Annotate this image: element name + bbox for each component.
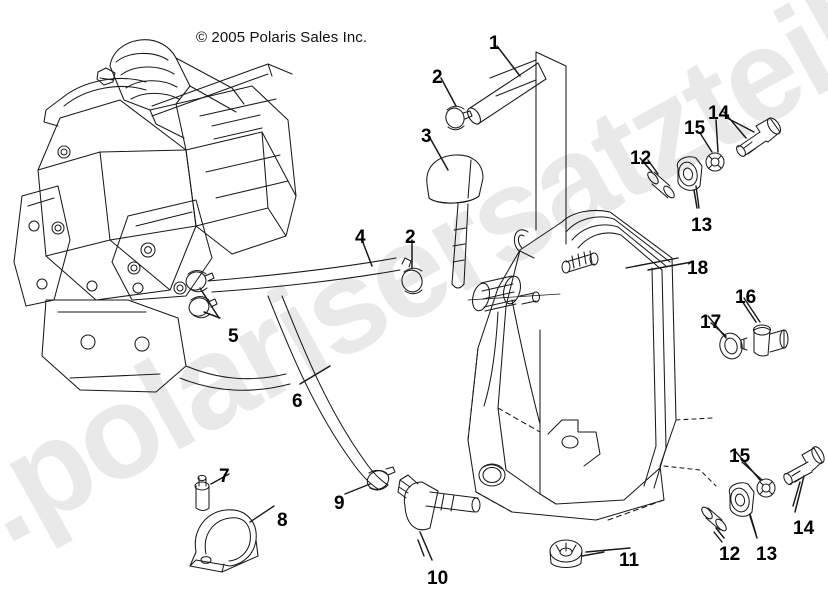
part-18-oil-tank — [467, 51, 679, 521]
callout-14a: 14 — [708, 103, 730, 124]
callout-15b: 15 — [729, 446, 751, 467]
callout-16: 16 — [735, 287, 757, 308]
callout-13b: 13 — [756, 544, 778, 565]
part-10-elbow-fitting — [397, 474, 481, 557]
part-16-drain-plug — [740, 297, 789, 357]
callout-2b: 2 — [405, 227, 416, 248]
part-9-hose-clamp — [344, 466, 396, 495]
callout-18: 18 — [687, 258, 709, 279]
part-8-cushion-clamp — [189, 505, 275, 573]
callout-3: 3 — [421, 126, 432, 147]
callout-4: 4 — [355, 227, 366, 248]
fastener-group-upper-right — [639, 117, 782, 209]
callout-2a: 2 — [432, 67, 443, 88]
callout-10: 10 — [427, 568, 449, 589]
part-3-dipstick — [426, 154, 484, 289]
copyright-notice: © 2005 Polaris Sales Inc. — [196, 29, 368, 46]
callout-13a: 13 — [691, 215, 713, 236]
engine-assembly — [13, 39, 297, 393]
callout-1: 1 — [489, 33, 500, 54]
callout-15a: 15 — [684, 118, 706, 139]
callout-8: 8 — [277, 510, 288, 531]
part-4-vent-hose — [207, 257, 401, 293]
callout-14b: 14 — [793, 518, 815, 539]
part-1-oil-hose — [467, 62, 547, 125]
callout-12a: 12 — [630, 148, 652, 169]
callout-11: 11 — [619, 550, 640, 571]
tank-threaded-bung-top — [561, 250, 599, 274]
callout-5: 5 — [228, 326, 239, 347]
callout-7: 7 — [219, 466, 230, 487]
part-11-drain-cap — [549, 539, 605, 569]
part-5-fitting-clamps — [185, 269, 221, 319]
callout-9: 9 — [334, 493, 345, 514]
part-2-hose-clamp-upper — [445, 105, 473, 131]
part-6-return-hose — [267, 295, 389, 490]
callout-6: 6 — [292, 391, 303, 412]
tank-inlet-threaded — [467, 275, 561, 425]
tank-mount-bracket — [663, 417, 717, 487]
callout-leaders — [299, 45, 805, 561]
callout-12b: 12 — [719, 544, 741, 565]
part-2-hose-clamp-lower — [401, 257, 423, 295]
callout-17: 17 — [700, 312, 722, 333]
part-7-screw — [194, 473, 230, 512]
